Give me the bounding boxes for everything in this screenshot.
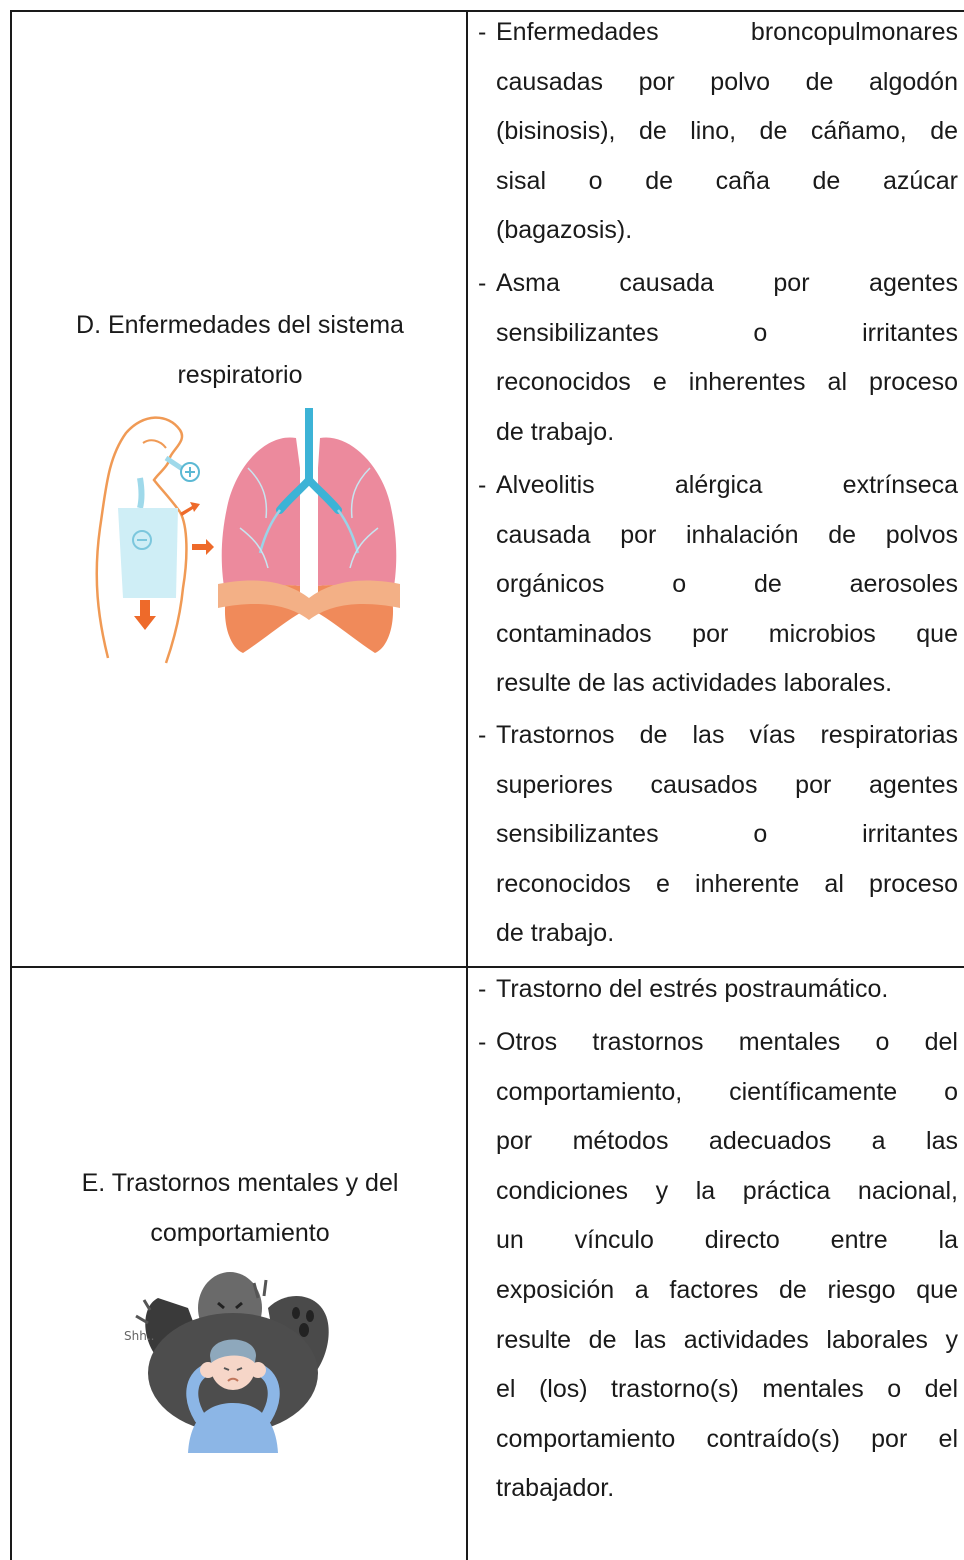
item-text-line: de trabajo. — [496, 417, 615, 446]
illustration-caption: Shh.. — [124, 1329, 154, 1343]
item-text-line: Otros trastornos mentales o del — [496, 1028, 958, 1056]
item-text-line: por métodos adecuados a las — [496, 1127, 958, 1156]
arrow-icon — [180, 502, 200, 516]
bullet-dash: - — [478, 1028, 487, 1056]
item-text-line: de trabajo. — [496, 919, 615, 948]
item-text-line: superiores causados por agentes — [496, 770, 958, 799]
item-text-line: Trastorno del estrés postraumático. — [496, 975, 889, 1003]
item-text-line: sensibilizantes o irritantes — [496, 318, 958, 347]
item-text-line: contaminados por microbios que — [496, 619, 958, 648]
category-title-line: comportamiento — [150, 1219, 330, 1247]
item-text-line: condiciones y la práctica nacional, — [496, 1176, 958, 1205]
table-border-left — [10, 10, 12, 1560]
item-text-line: causada por inhalación de polvos — [496, 520, 958, 549]
disease-item: -Alveolitis alérgica extrínseca causada … — [478, 461, 958, 709]
table-column-divider — [466, 10, 468, 1560]
item-text-line: (bagazosis). — [496, 216, 633, 245]
anxious-person-illustration: Shh.. — [124, 1272, 329, 1453]
minus-icon — [132, 530, 152, 550]
item-text-line: comportamiento, científicamente o — [496, 1077, 958, 1106]
item-text-line: reconocidos e inherentes al proceso — [496, 368, 958, 397]
disease-item: -Enfermedades broncopulmonares causadas … — [478, 8, 958, 256]
item-text-line: sensibilizantes o irritantes — [496, 820, 958, 849]
item-text-line: resulte de las actividades laborales. — [496, 669, 893, 698]
item-text-line: Alveolitis alérgica extrínseca — [496, 471, 958, 499]
disease-item: -Asma causada por agentes sensibilizante… — [478, 259, 958, 457]
arrow-down-icon — [134, 600, 156, 630]
arrow-icon — [192, 539, 214, 555]
item-text-line: comportamiento contraído(s) por el — [496, 1424, 958, 1453]
table-border-top — [10, 10, 964, 12]
category-title-line: respiratorio — [177, 361, 303, 389]
bullet-dash: - — [478, 975, 487, 1003]
item-text-line: resulte de las actividades laborales y — [496, 1325, 958, 1354]
category-title-line: E. Trastornos mentales y del — [81, 1169, 399, 1197]
category-respiratory-title: D. Enfermedades del sistema respiratorio — [12, 300, 468, 400]
category-title-line: D. Enfermedades del sistema — [76, 311, 404, 339]
item-text-line: reconocidos e inherente al proceso — [496, 869, 958, 898]
respiratory-system-illustration — [95, 408, 400, 664]
item-text-line: orgánicos o de aerosoles — [496, 570, 958, 599]
bullet-dash: - — [478, 269, 487, 297]
item-text-line: Enfermedades broncopulmonares — [496, 18, 958, 46]
item-text-line: sisal o de caña de azúcar — [496, 166, 958, 195]
item-text-line: el (los) trastorno(s) mentales o del — [496, 1375, 958, 1404]
disease-item: -Trastornos de las vías respiratorias su… — [478, 711, 958, 959]
item-text-line: trabajador. — [496, 1474, 615, 1503]
category-mental-title: E. Trastornos mentales y del comportamie… — [12, 1158, 468, 1258]
table-row-divider — [10, 966, 964, 968]
bullet-dash: - — [478, 18, 487, 46]
disorder-item: -Trastorno del estrés postraumático. — [478, 965, 958, 1015]
item-text-line: un vínculo directo entre la — [496, 1226, 958, 1255]
item-text-line: causadas por polvo de algodón — [496, 67, 958, 96]
bullet-dash: - — [478, 471, 487, 499]
bullet-dash: - — [478, 721, 487, 749]
item-text-line: exposición a factores de riesgo que — [496, 1275, 958, 1304]
disorder-item: -Otros trastornos mentales o del comport… — [478, 1018, 958, 1514]
item-text-line: Trastornos de las vías respiratorias — [496, 721, 958, 749]
item-text-line: Asma causada por agentes — [496, 269, 958, 297]
item-text-line: (bisinosis), de lino, de cáñamo, de — [496, 117, 958, 146]
